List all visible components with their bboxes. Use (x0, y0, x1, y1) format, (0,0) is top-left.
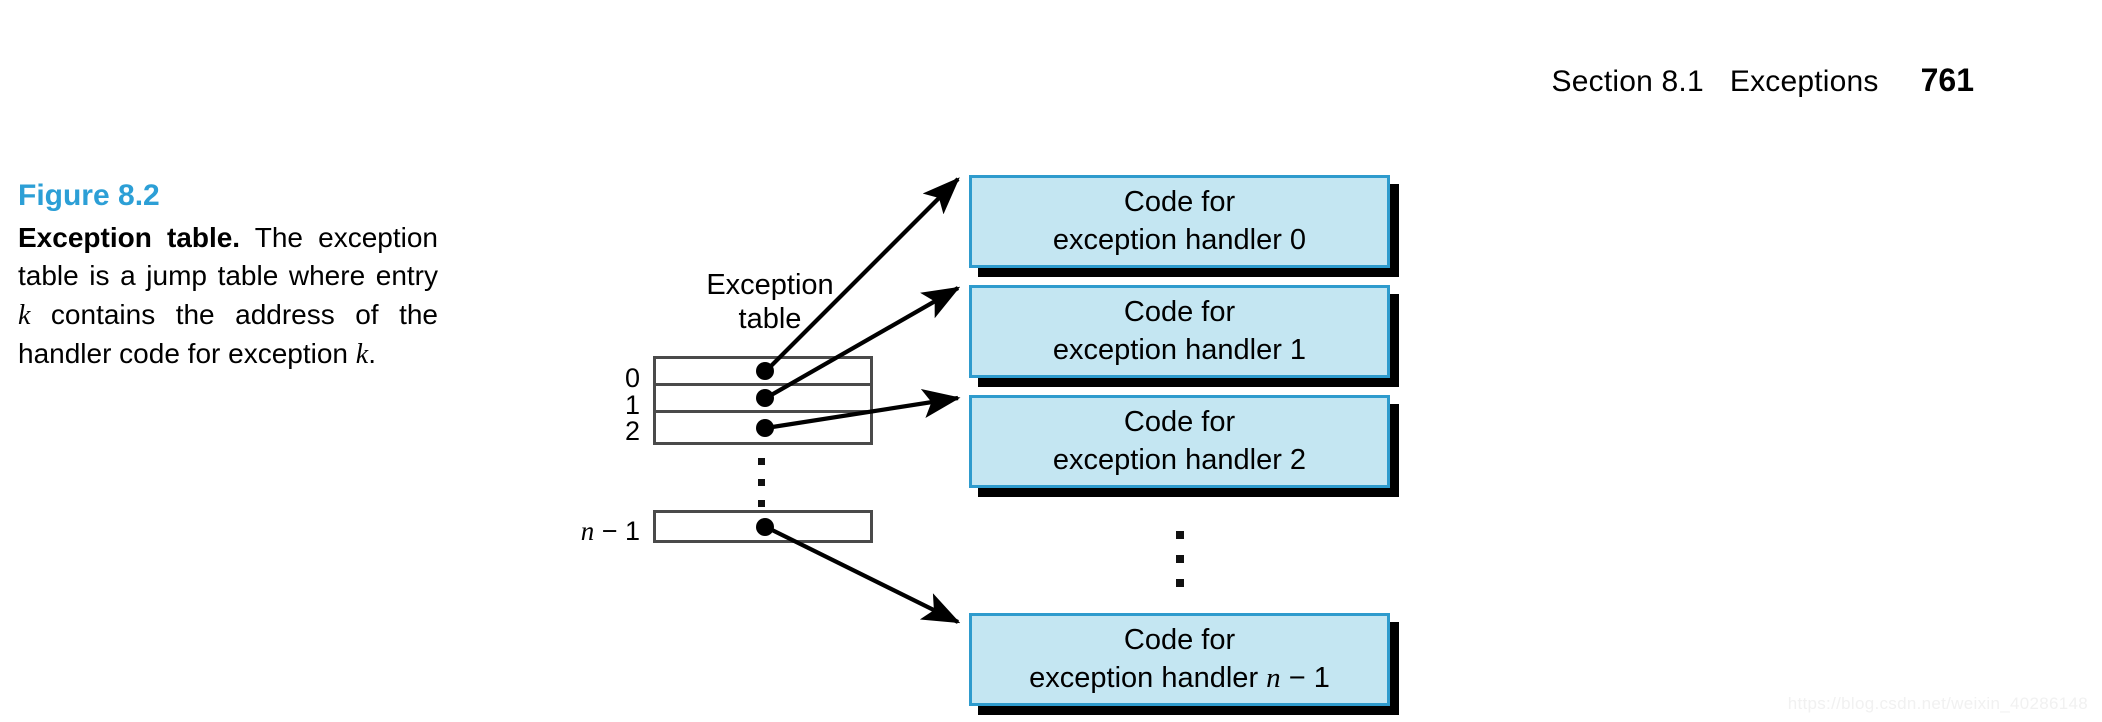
entry-dot-0 (756, 362, 774, 380)
handler-box-2: Code for exception handler 2 (969, 395, 1390, 488)
handler-box-n-minus-1: Code for exception handler n − 1 (969, 613, 1390, 706)
caption-body-3: . (368, 338, 376, 370)
entry-dot-n-minus-1 (756, 518, 774, 536)
caption-var-k-2: k (355, 339, 369, 371)
handler-box-1-line1: Code for (1123, 295, 1236, 328)
handler-box-2-line1: Code for (1123, 405, 1236, 438)
figure-label: Figure 8.2 (18, 179, 160, 212)
handler-box-1-line2: exception handler 1 (1052, 333, 1307, 366)
running-head-title: Exceptions (1729, 65, 1879, 98)
handler-box-0-line2: exception handler 0 (1052, 223, 1307, 256)
entry-dot-2 (756, 419, 774, 437)
figure-caption-text: Exception table. The exception table is … (18, 219, 438, 376)
index-var-n: n (580, 516, 595, 546)
caption-lead: Exception table. (18, 221, 241, 253)
table-index-label-n-minus-1: n − 1 (500, 516, 640, 547)
handler-box-n-line2-suffix: − 1 (1280, 661, 1330, 694)
figure-caption: Figure 8.2 Exception table. The exceptio… (18, 178, 438, 375)
handler-box-n-line2: exception handler n − 1 (1029, 660, 1330, 698)
page-number: 761 (1920, 62, 1974, 98)
table-index-label-2: 2 (624, 416, 640, 446)
pointer-arrow-2 (765, 388, 961, 431)
pointer-arrows (764, 177, 961, 624)
exception-table-grid (653, 356, 873, 543)
pointer-arrow-1 (764, 286, 961, 400)
handler-box-n-line1: Code for (1123, 623, 1236, 656)
running-head-section: Section 8.1 (1551, 65, 1704, 98)
handler-box-0: Code for exception handler 0 (969, 175, 1390, 268)
index-suffix: − 1 (594, 516, 640, 546)
running-head: Section 8.1 Exceptions 761 (1552, 62, 1974, 99)
handler-box-n-var: n (1266, 661, 1281, 694)
handler-box-1: Code for exception handler 1 (969, 285, 1390, 378)
table-ellipsis-icon (758, 458, 765, 507)
entry-dots (756, 362, 774, 536)
exception-table-label: Exception table (706, 269, 834, 336)
handler-box-0-line1: Code for (1123, 185, 1236, 218)
caption-body-1: The exception table is a jump table wher… (18, 221, 438, 292)
caption-var-k-1: k (18, 299, 31, 331)
pointer-arrow-n-minus-1 (765, 525, 961, 624)
table-index-label-0: 0 (624, 363, 640, 393)
handler-ellipsis-icon (1176, 531, 1184, 587)
handler-box-2-line2: exception handler 2 (1052, 443, 1307, 476)
table-index-label-1: 1 (624, 390, 640, 420)
handler-box-n-line2-prefix: exception handler (1029, 661, 1267, 694)
caption-body-2: contains the address of the handler code… (18, 298, 438, 370)
pointer-arrow-0 (764, 177, 960, 373)
entry-dot-1 (756, 389, 774, 407)
watermark: https://blog.csdn.net/weixin_40286148 (1787, 694, 2088, 713)
